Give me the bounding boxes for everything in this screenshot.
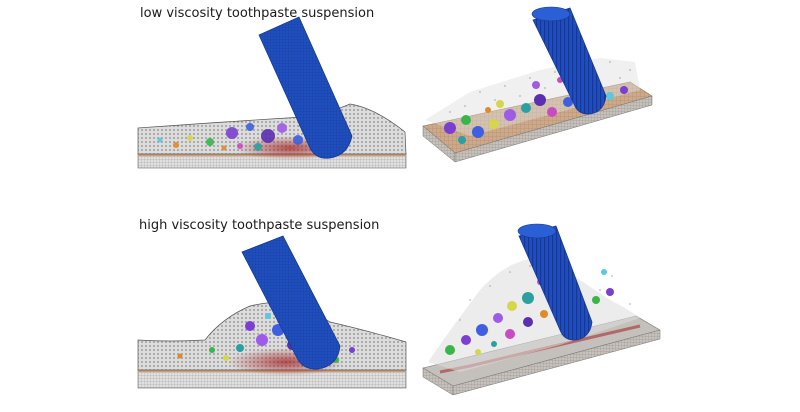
panel-high-side-section — [137, 235, 407, 389]
brush-bristle-high — [241, 235, 341, 370]
panel-low-perspective — [422, 6, 653, 163]
abrasive-particles-3d-high — [445, 269, 614, 355]
brush-tip-top — [531, 6, 571, 22]
caption-high-viscosity: high viscosity toothpaste suspension — [139, 218, 380, 233]
brush-bristle — [258, 16, 353, 159]
brush-bristle-3d — [531, 6, 607, 115]
substrate-side-front — [454, 95, 653, 163]
substrate-side-front-high — [452, 329, 661, 396]
panel-high-perspective — [422, 223, 661, 396]
fluid-particles-high — [459, 265, 631, 321]
brush-bristle-3d-high — [517, 223, 593, 341]
caption-low-viscosity: low viscosity toothpaste suspension — [140, 6, 375, 21]
fluid-hill — [428, 258, 640, 372]
brush-tip-top-high — [517, 223, 557, 239]
panel-low-side-section — [137, 16, 407, 169]
